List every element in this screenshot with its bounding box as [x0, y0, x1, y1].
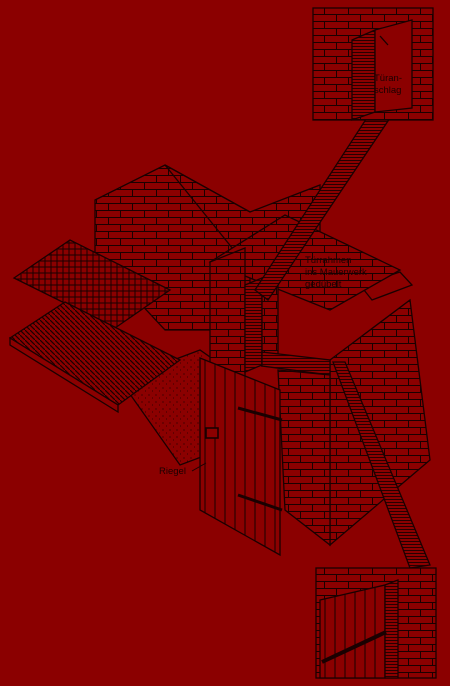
label-bolt-leader: [191, 462, 207, 472]
inset-bottom-bolt: [321, 630, 387, 664]
door-panel: [199, 357, 281, 557]
label-door-stop: Türan- schlag: [374, 73, 405, 96]
door-bolt: [205, 427, 219, 439]
label-bolt: Riegel: [159, 466, 186, 477]
lower-rack-edge: [9, 336, 119, 414]
roof-slab: [208, 214, 402, 311]
inset-top-door-edge: [374, 19, 413, 113]
door-hinge-upper: [237, 406, 283, 422]
inset-top-stop-arrow: [379, 35, 389, 46]
right-side-wall: [329, 298, 431, 547]
label-door-frame: Türrahmen ins Mauerwerk gedübelt: [305, 255, 369, 290]
zoom-beam-lower: [332, 361, 431, 569]
inset-top-frame-post: [351, 29, 376, 121]
inset-bottom-post: [384, 579, 399, 679]
inset-bottom-door: [319, 584, 386, 679]
inner-wall: [277, 369, 331, 547]
door-hinge-lower: [237, 493, 283, 512]
